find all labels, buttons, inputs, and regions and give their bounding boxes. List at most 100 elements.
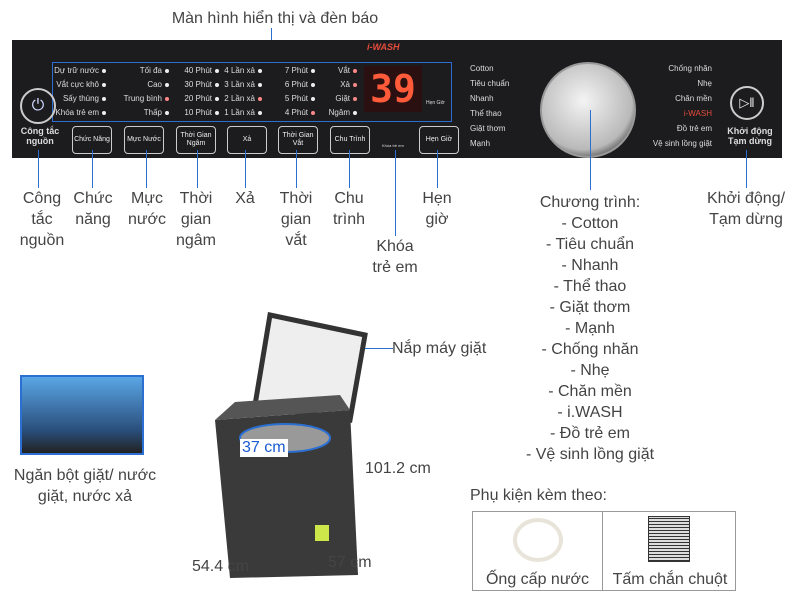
accessory-hose: Ống cấp nước — [485, 571, 590, 588]
indicator-col1: Sấy thùng — [54, 94, 106, 103]
indicator-text: 4 Lần xả — [224, 66, 255, 75]
drum-diameter: 37 cm — [240, 439, 288, 457]
program-list-item: - Nhẹ — [570, 362, 610, 379]
indicator-col5: 7 Phút — [267, 66, 315, 75]
accessory-rat-guard: Tấm chắn chuột — [612, 571, 728, 588]
indicator-light — [102, 96, 106, 101]
indicator-col1: Khóa trẻ em — [54, 108, 106, 117]
indicator-text: Vắt cực khô — [56, 80, 99, 89]
indicator-col4: 4 Lần xả — [210, 66, 262, 75]
power-label: Công tắc nguồn — [20, 126, 60, 146]
program-left: Tiêu chuẩn — [470, 79, 510, 88]
indicator-text: 1 Lần xả — [224, 108, 255, 117]
indicator-light — [102, 82, 106, 87]
indicator-col2: Thấp — [117, 108, 169, 117]
indicator-light — [258, 110, 262, 115]
soak-time-button[interactable]: Thời Gian Ngâm — [176, 126, 216, 154]
indicator-text: 5 Phút — [284, 94, 308, 103]
indicator-text: 3 Lần xả — [224, 80, 255, 89]
program-right: Chăn mền — [675, 94, 712, 103]
indicator-light — [311, 82, 315, 87]
callout-power: Công tắc nguồn — [19, 190, 65, 249]
indicator-col1: Vắt cực khô — [54, 80, 106, 89]
program-right: Nhẹ — [697, 79, 712, 88]
indicator-col4: 2 Lần xả — [210, 94, 262, 103]
timer-indicator: Hẹn Giờ — [426, 100, 445, 106]
panel-title: Màn hình hiển thị và đèn báo — [171, 10, 379, 27]
indicator-text: Vắt — [337, 66, 350, 75]
callout-start: Khởi động/ Tạm dừng — [706, 190, 786, 228]
indicator-text: Sấy thùng — [62, 94, 99, 103]
program-right: Đồ trẻ em — [676, 124, 712, 133]
indicator-text: Trung bình — [123, 94, 162, 103]
program-list-item: - Giặt thơm — [549, 299, 631, 316]
indicator-text: 4 Phút — [284, 108, 308, 117]
start-pause-button[interactable]: ▷‖ — [730, 86, 764, 120]
lid-label: Nắp máy giặt — [392, 340, 487, 357]
callout-timer: Hẹn giờ — [422, 190, 452, 228]
indicator-text: Thấp — [143, 108, 162, 117]
spin-time-button[interactable]: Thời Gian Vắt — [278, 126, 318, 154]
indicator-light — [215, 68, 219, 73]
power-button[interactable]: ⏻ — [20, 88, 56, 124]
program-list-item: - Mạnh — [565, 320, 615, 337]
indicator-light — [311, 96, 315, 101]
indicator-col6: Vắt — [317, 66, 357, 75]
program-list-item: - Nhanh — [561, 257, 619, 274]
indicator-light — [311, 110, 315, 115]
indicator-text: 30 Phút — [184, 80, 212, 89]
indicator-col3: 20 Phút — [167, 94, 219, 103]
program-left: Mạnh — [470, 139, 491, 148]
indicator-col6: Giặt — [317, 94, 357, 103]
program-list-item: - Chống nhăn — [541, 341, 639, 358]
indicator-text: 6 Phút — [284, 80, 308, 89]
indicator-light — [215, 82, 219, 87]
indicator-text: Giặt — [335, 94, 350, 103]
indicator-light — [215, 96, 219, 101]
indicator-col5: 5 Phút — [267, 94, 315, 103]
indicator-col3: 40 Phút — [167, 66, 219, 75]
indicator-col2: Trung bình — [117, 94, 169, 103]
rinse-button[interactable]: Xả — [227, 126, 267, 154]
program-list-item: - Thể thao — [553, 278, 627, 295]
accessories-heading: Phụ kiện kèm theo: — [470, 487, 607, 504]
indicator-col4: 3 Lần xả — [210, 80, 262, 89]
program-left: Thể thao — [470, 109, 502, 118]
program-list-item: - Đồ trẻ em — [549, 425, 630, 442]
program-left: Nhanh — [470, 94, 494, 103]
indicator-text: Ngâm — [328, 108, 350, 117]
callout-rinse: Xả — [235, 190, 255, 207]
water-level-button[interactable]: Mực Nước — [124, 126, 164, 154]
indicator-light — [215, 110, 219, 115]
timer-button[interactable]: Hẹn Giờ — [419, 126, 459, 154]
program-heading: Chương trình: — [539, 194, 641, 211]
indicator-text: Tối đa — [139, 66, 162, 75]
program-dial[interactable] — [540, 62, 636, 158]
height-label: 101.2 cm — [365, 460, 431, 477]
brand-logo: i-WASH — [367, 42, 400, 52]
indicator-col5: 4 Phút — [267, 108, 315, 117]
program-left: Cotton — [470, 64, 494, 73]
callout-soak: Thời gian ngâm — [175, 190, 217, 249]
program-right: Chống nhăn — [668, 64, 712, 73]
indicator-light — [311, 68, 315, 73]
indicator-text: Xả — [340, 80, 350, 89]
indicator-col1: Dự trữ nước — [54, 66, 106, 75]
indicator-light — [165, 68, 169, 73]
cycle-button[interactable]: Chu Trình — [330, 126, 370, 154]
program-list-item: - Tiêu chuẩn — [545, 236, 635, 253]
indicator-text: 10 Phút — [184, 108, 212, 117]
indicator-col3: 30 Phút — [167, 80, 219, 89]
indicator-light — [165, 96, 169, 101]
indicator-light — [258, 68, 262, 73]
child-lock-label: Khóa trẻ em — [382, 143, 404, 148]
callout-spin: Thời gian vắt — [279, 190, 313, 249]
program-right: i-WASH — [683, 109, 712, 118]
indicator-light — [165, 82, 169, 87]
indicator-text: Dự trữ nước — [54, 66, 99, 75]
program-right: Vệ sinh lồng giặt — [652, 139, 712, 148]
callout-lock: Khóa trẻ em — [372, 238, 418, 276]
washing-machine-image — [215, 312, 368, 578]
indicator-light — [353, 82, 357, 87]
